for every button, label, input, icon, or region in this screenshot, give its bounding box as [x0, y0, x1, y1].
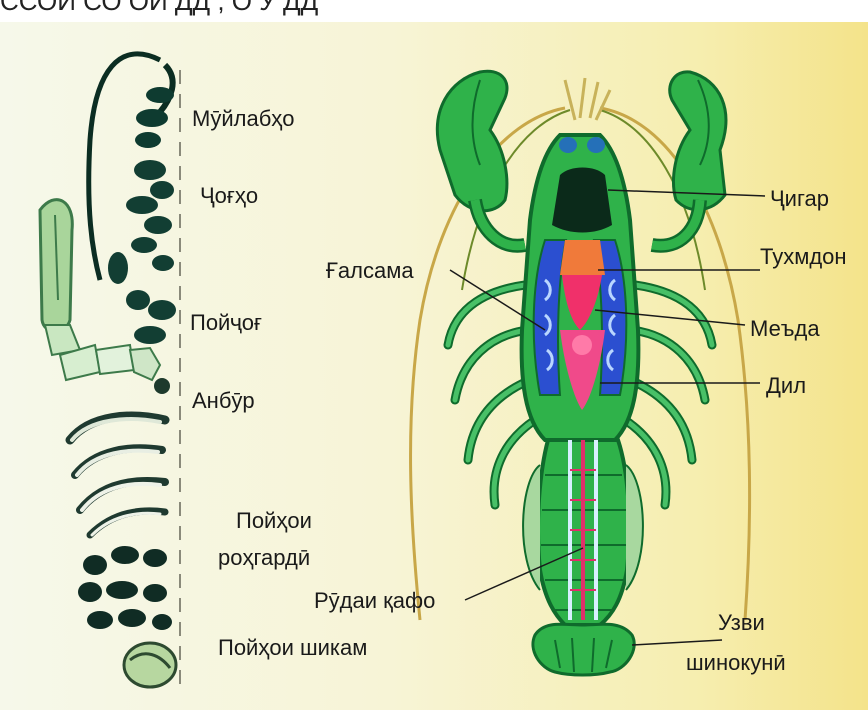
label-heart: Дил — [766, 373, 806, 398]
label-abdominal-legs: Пойҳои шикам — [218, 635, 367, 660]
leader-tail — [632, 640, 722, 645]
right-claw — [652, 72, 726, 246]
label-tail-fin-line2: шинокунӣ — [686, 650, 786, 675]
label-ovary: Тухмдон — [760, 244, 847, 269]
label-legs: Пойҷоғ — [190, 310, 262, 335]
left-eye — [559, 137, 577, 153]
label-antennae: Мӯйлабҳо — [192, 106, 295, 131]
label-intestine: Рӯдаи қафо — [314, 588, 435, 613]
label-gill: Ғалсама — [326, 258, 414, 283]
tail-piece-limb — [124, 643, 176, 687]
abdominal-leg-limbs — [78, 546, 172, 630]
label-jaws: Ҷоғҳо — [200, 183, 258, 208]
crayfish-body — [411, 71, 750, 675]
liver-region — [552, 168, 612, 233]
walking-leg-limbs — [70, 416, 165, 535]
label-tail-fin-line1: Узви — [718, 610, 765, 635]
label-liver: Ҷигар — [770, 186, 829, 211]
label-walking-legs-line1: Пойҳои — [236, 508, 312, 533]
tail-fan — [533, 624, 634, 675]
antennule-segments — [135, 87, 174, 148]
label-pincer: Анбӯр — [192, 388, 255, 413]
right-eye — [587, 137, 605, 153]
label-walking-legs-line2: роҳгардӣ — [218, 545, 310, 570]
limbs-column — [40, 54, 176, 687]
jaw-limbs — [108, 160, 176, 344]
label-stomach: Меъда — [750, 316, 820, 341]
